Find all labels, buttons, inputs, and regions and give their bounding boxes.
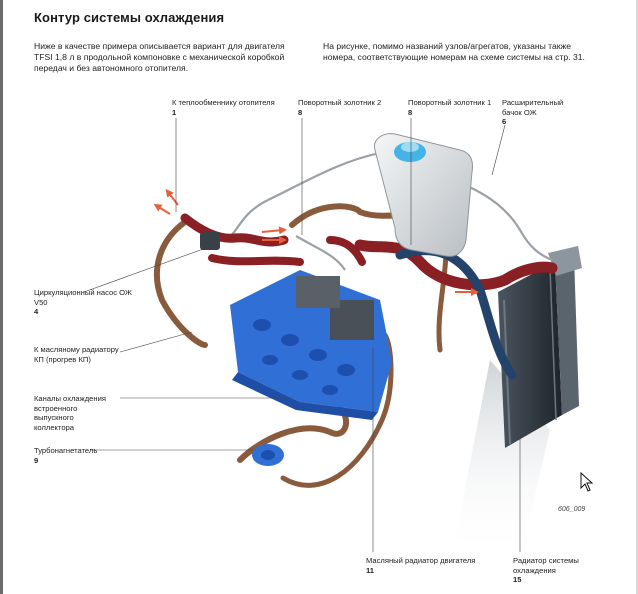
label-expansion-tank: Расширительный бачок ОЖ 6 — [502, 98, 582, 127]
label-engine-oil-cooler: Масляный радиатор двигателя 11 — [366, 556, 475, 575]
label-heater-core-text: К теплообменнику отопителя — [172, 98, 275, 107]
intro-paragraph-left: Ниже в качестве примера описывается вари… — [34, 41, 285, 74]
figure-id: 606_009 — [558, 506, 586, 513]
vent-lines — [225, 150, 553, 271]
callout-lines — [83, 118, 521, 552]
label-radiator-number: 15 — [513, 575, 522, 585]
circulation-pump — [200, 232, 220, 250]
left-edge-bar — [0, 0, 3, 594]
mouse-pointer-icon — [580, 472, 594, 492]
label-rotary-valve-1-text: Поворотный золотник 1 — [408, 98, 492, 107]
page-title: Контур системы охлаждения — [34, 10, 225, 25]
label-gearbox-cooler-text: К масляному радиатору КП (прогрев КП) — [34, 345, 119, 364]
label-gearbox-cooler: К масляному радиатору КП (прогрев КП) — [34, 345, 126, 364]
label-engine-oil-cooler-number: 11 — [366, 565, 375, 575]
label-turbocharger: Турбонагнетатель 9 — [34, 446, 97, 465]
label-expansion-tank-number: 6 — [502, 117, 507, 127]
label-radiator-text: Радиатор системы охлаждения — [513, 556, 579, 575]
label-exhaust-channels-text: Каналы охлаждения встроенного выпускного… — [34, 394, 106, 432]
label-circulation-pump: Циркуляционный насос ОЖ V50 4 — [34, 288, 142, 317]
label-heater-core: К теплообменнику отопителя 1 — [172, 98, 275, 117]
expansion-tank — [373, 133, 473, 257]
label-rotary-valve-1: Поворотный золотник 1 8 — [408, 98, 491, 117]
label-engine-oil-cooler-text: Масляный радиатор двигателя — [366, 556, 476, 565]
flow-arrows — [153, 188, 479, 296]
label-rotary-valve-1-number: 8 — [408, 107, 413, 117]
engine-cooling-jacket — [230, 270, 392, 420]
intro-paragraph-right: На рисунке, помимо названий узлов/агрега… — [323, 41, 585, 63]
label-radiator: Радиатор системы охлаждения 15 — [513, 556, 587, 585]
return-hose — [395, 246, 517, 380]
label-exhaust-channels: Каналы охлаждения встроенного выпускного… — [34, 394, 114, 432]
label-turbocharger-number: 9 — [34, 455, 39, 465]
label-circulation-pump-text: Циркуляционный насос ОЖ V50 — [34, 288, 132, 307]
hot-hoses — [180, 213, 558, 291]
label-rotary-valve-2: Поворотный золотник 2 8 — [298, 98, 381, 117]
right-edge-bar — [636, 0, 638, 594]
label-heater-core-number: 1 — [172, 107, 177, 117]
label-expansion-tank-text: Расширительный бачок ОЖ — [502, 98, 564, 117]
label-rotary-valve-2-number: 8 — [298, 107, 303, 117]
label-rotary-valve-2-text: Поворотный золотник 2 — [298, 98, 382, 107]
turbocharger — [252, 444, 284, 466]
label-turbocharger-text: Турбонагнетатель — [34, 446, 98, 455]
label-circulation-pump-number: 4 — [34, 307, 39, 317]
